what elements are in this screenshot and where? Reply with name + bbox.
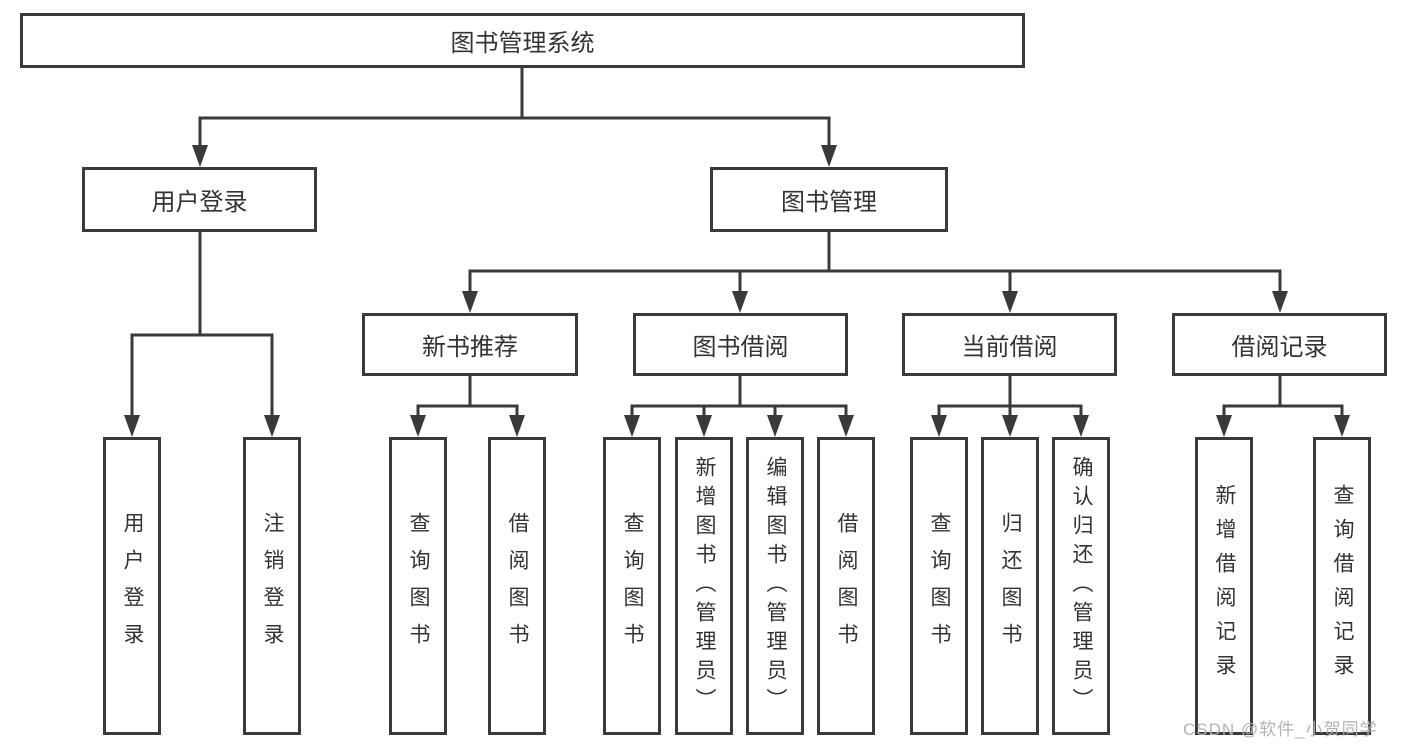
- node-leaf-borrow-books-recommend: 借阅图书: [488, 437, 546, 735]
- connector-new-book-children: [416, 376, 519, 419]
- node-leaf-logout: 注销登录: [243, 437, 301, 735]
- node-leaf-query-books-current: 查询图书: [910, 437, 968, 735]
- csdn-watermark: CSDN @软件_小贺同学: [1183, 720, 1378, 739]
- arrowheads-book-borrow-leaves: [624, 415, 854, 437]
- node-borrowing-records: 借阅记录: [1172, 313, 1387, 376]
- node-book-borrowing: 图书借阅: [633, 313, 848, 376]
- node-book-management: 图书管理: [710, 167, 948, 232]
- arrowheads-current-borrow-leaves: [931, 415, 1089, 437]
- node-user-login: 用户登录: [82, 167, 317, 232]
- node-leaf-query-borrow-record: 查询借阅记录: [1313, 437, 1371, 735]
- connector-borrow-records-children: [1222, 376, 1344, 419]
- connector-current-borrow-children: [937, 376, 1083, 419]
- arrowheads-user-login-leaves: [124, 415, 280, 437]
- connector-user-login-children: [130, 232, 274, 417]
- node-library-system: 图书管理系统: [20, 13, 1025, 68]
- node-leaf-return-books: 归还图书: [981, 437, 1039, 735]
- connector-root-to-level1: [198, 68, 831, 147]
- node-leaf-borrow-books: 借阅图书: [817, 437, 875, 735]
- node-current-borrowing: 当前借阅: [902, 313, 1117, 376]
- node-new-book-recommend: 新书推荐: [362, 313, 578, 376]
- node-leaf-query-books-recommend: 查询图书: [389, 437, 447, 735]
- arrowheads-borrow-records-leaves: [1216, 415, 1350, 437]
- node-leaf-query-books-borrowing: 查询图书: [603, 437, 661, 735]
- node-leaf-user-login: 用户登录: [103, 437, 161, 735]
- arrowheads-level1: [192, 145, 837, 167]
- connector-book-borrow-children: [630, 376, 848, 419]
- node-leaf-add-books-admin: 新增图书（管理员）: [675, 437, 733, 735]
- arrowheads-level2: [462, 291, 1288, 313]
- node-leaf-confirm-return-admin: 确认归还（管理员）: [1052, 437, 1110, 735]
- node-leaf-edit-books-admin: 编辑图书（管理员）: [746, 437, 804, 735]
- arrowheads-new-book-leaves: [410, 415, 525, 437]
- node-leaf-add-borrow-record: 新增借阅记录: [1195, 437, 1253, 735]
- connector-book-management-children: [468, 232, 1282, 293]
